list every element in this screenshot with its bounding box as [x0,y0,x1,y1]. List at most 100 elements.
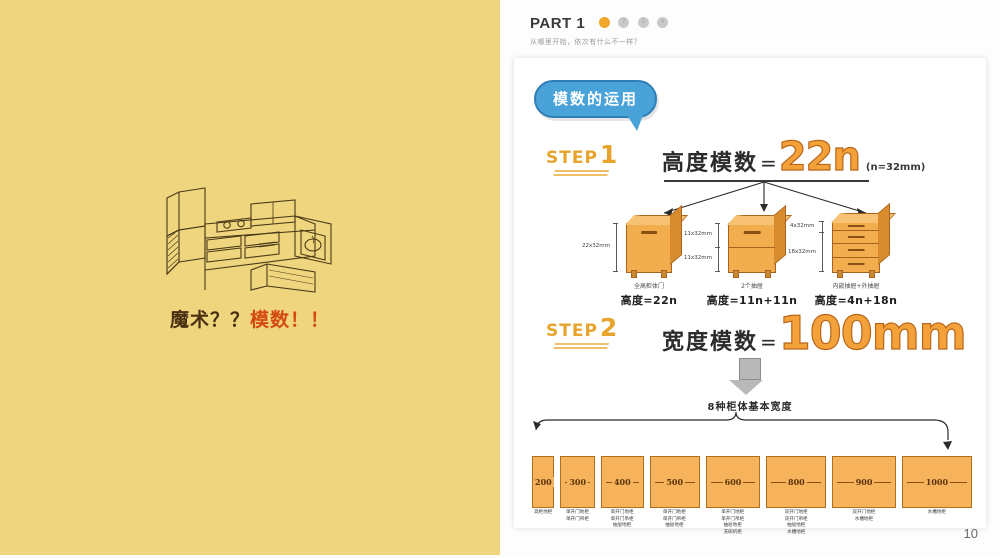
cabinet-3-label: 内嵌抽屉+外抽屉 高度=4n+18n [791,281,921,308]
cabinet-3-dim-cap-bottom [819,271,824,272]
step-2-underline [552,343,610,350]
page-number: 10 [963,526,978,541]
width-box-500: 500 [649,456,700,508]
progress-dot-2[interactable]: 2 [618,17,630,29]
cabinet-3-drawer-1 [833,222,879,231]
bubble-tail-icon [627,115,644,131]
width-module-label: 宽度模数 [662,330,759,355]
cabinet-1-label: 全高柜体门 高度=22n [584,281,714,308]
width-value-600: 600 [722,477,744,487]
width-caption-600: 单开门地柜 单开门吊柜 抽屉地柜 洗碗机柜 [721,510,745,535]
width-box-800: 800 [766,456,827,508]
cabinet-3-drawer-3 [833,244,879,258]
cabinet-3-dim-label-top: 4x32mm [790,223,815,229]
step-1-label: STEP1 [546,140,617,177]
step-1-word: STEP [546,148,598,168]
width-section-caption: 8种柜体基本宽度 [707,402,793,413]
cabinet-2-dim-cap-mid [715,247,720,248]
cabinet-2-dim-label-top: 11x32mm [684,231,712,237]
part-title: PART 1 [530,14,586,32]
content-card: 模数的运用 STEP1 高度模数=22n(n=32mm) [514,58,986,535]
width-value-300: 300 [567,477,589,487]
cabinet-3-handle-2 [847,236,865,238]
step-1-underline [552,170,610,177]
width-caption-1000: 水槽地柜 [927,510,947,515]
cabinet-3-drawer-4 [833,258,879,272]
cabinet-3-side [878,202,890,265]
cabinet-1-equation: 高度=22n [620,294,678,307]
width-caption-400: 单开门地柜 单开门吊柜 抽屉地柜 [610,510,634,529]
cabinet-3-handle-4 [847,263,865,265]
cabinet-2-dim-cap-top [715,223,720,224]
cabinet-3: 4x32mm 18x32mm 内嵌抽屉+外抽屉 高度=4n+18n [788,202,897,307]
cabinet-1-sub: 全高柜体门 [633,283,664,290]
width-captions-row: 高柜地柜 单开门地柜 单开门吊柜 单开门地柜 单开门吊柜 抽屉地柜 单开门地柜 … [532,510,972,558]
cabinet-2-dim-label-bottom: 11x32mm [684,255,712,261]
cabinet-2-side [774,204,786,265]
section-title-bubble: 模数的运用 [534,80,658,131]
cabinet-3-dim-cap-mid [819,232,824,233]
cabinet-2-drawer-1 [729,224,775,248]
right-content-panel: PART 1 1 2 3 4 从哪里开始，依次有什么不一样？ 模数的运用 STE… [500,0,1000,555]
progress-dot-4[interactable]: 4 [657,17,669,29]
kitchen-line-drawing-illustration [155,178,345,296]
cabinet-2-label: 2个抽屉 高度=11n+11n [687,281,817,308]
width-value-500: 500 [664,477,686,487]
cabinet-1: 22x32mm 全高柜体门 高度=22n [582,204,689,307]
bubble-text: 模数的运用 [534,80,658,118]
cabinet-1-dim-label: 22x32mm [582,243,610,249]
width-value-800: 800 [786,477,807,487]
width-caption-500: 单开门地柜 单开门吊柜 抽屉地柜 [662,510,686,529]
width-equals-sign: = [760,330,777,354]
cabinet-2-leg-left [733,270,739,278]
height-equals-sign: = [760,151,777,175]
cabinet-2: 11x32mm 11x32mm 2个抽屉 高度=11n+11n [684,204,797,307]
height-module-value: 22n [778,133,861,180]
cabinet-1-leg-right [661,270,667,278]
cabinet-2-dim-cap-bottom [715,271,720,272]
width-box-400: 400 [600,456,644,508]
width-boxes-row: 200 300 400 500 [532,446,972,508]
part-header: PART 1 1 2 3 4 从哪里开始，依次有什么不一样？ [530,14,672,47]
cabinet-3-dim-cap-top [819,221,824,222]
width-value-200: 200 [533,477,554,487]
cabinet-1-leg-left [631,270,637,278]
width-box-1000: 1000 [901,456,972,508]
cabinet-2-leg-right [765,270,771,278]
cabinet-3-dim-label-bottom: 18x32mm [788,249,816,255]
cabinet-3-dim-line [822,221,823,271]
formula-underline [664,180,869,182]
step-2-label: STEP2 [546,313,617,350]
height-module-note: (n=32mm) [865,162,926,173]
step-2-word: STEP [546,321,598,341]
part-progress-dots: 1 2 3 4 [598,14,672,32]
width-caption-900: 双开门地柜 水槽地柜 [852,510,876,522]
cabinet-1-dim-line [616,223,617,271]
height-module-formula: 高度模数=22n (n=32mm) [662,133,926,180]
width-module-formula: 宽度模数=100mm [662,305,967,360]
cabinet-3-leg-right [869,270,875,278]
width-caption-800: 双开门地柜 双开门吊柜 抽屉地柜 水槽地柜 [784,510,808,535]
width-box-200: 200 [532,456,555,508]
cabinet-3-handle-1 [847,225,865,227]
step-2-number: 2 [599,313,618,342]
width-box-900: 900 [832,456,896,508]
cabinet-1-handle [641,231,657,234]
height-module-label: 高度模数 [662,151,759,176]
part-subtitle: 从哪里开始，依次有什么不一样？ [530,38,641,47]
left-yellow-panel: 魔术？？模数！！ [0,0,500,555]
cabinet-3-equation: 高度=4n+18n [814,294,898,307]
cabinet-1-dim-cap-bottom [613,271,618,272]
cabinet-3-leg-left [837,270,843,278]
left-panel-caption: 魔术？？模数！！ [0,305,500,332]
cabinet-2-sub: 2个抽屉 [741,283,763,290]
width-caption-200: 高柜地柜 [533,510,553,515]
cabinet-3-sub: 内嵌抽屉+外抽屉 [832,283,880,290]
progress-dot-1[interactable]: 1 [598,17,610,29]
width-box-600: 600 [705,456,761,508]
width-value-1000: 1000 [923,477,951,487]
width-module-value: 100mm [778,305,967,360]
cabinet-2-equation: 高度=11n+11n [706,294,798,307]
progress-dot-3[interactable]: 3 [637,17,649,29]
